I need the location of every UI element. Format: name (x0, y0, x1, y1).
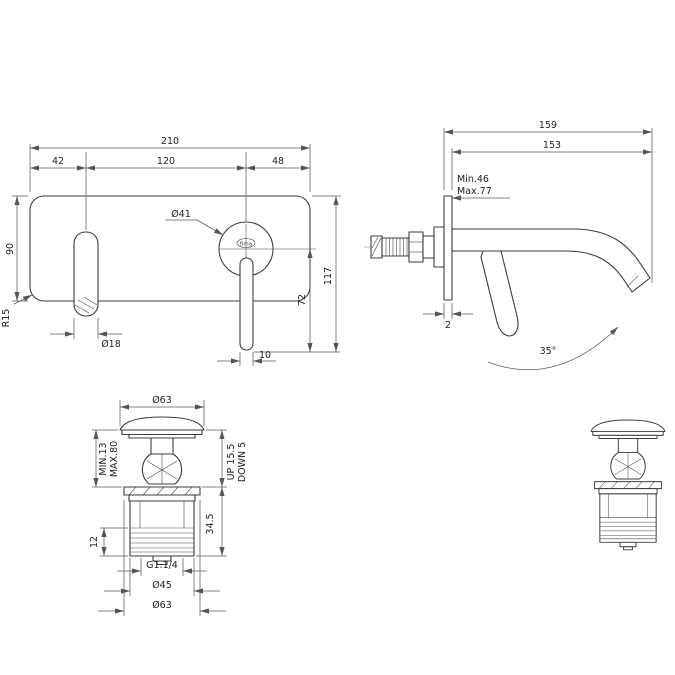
dim-label-height-max: MAX.80 (109, 441, 120, 477)
dim-spout-reach: 153 (451, 140, 652, 190)
drain-front (119, 416, 205, 566)
front-view: fima 210 42 120 48 (1, 136, 341, 366)
dim-label-height-min: MIN.13 (98, 442, 109, 475)
handle-lever (239, 257, 254, 351)
dim-drain-body-height: 34.5 (196, 487, 227, 557)
dim-drain-travel: UP 15.5 DOWN 5 (202, 429, 248, 488)
dim-plate-thickness: 2 (423, 303, 473, 331)
dim-hole-spacing: 42 120 48 (30, 152, 310, 230)
dim-drain-flange-dia: Ø63 (98, 500, 226, 616)
spout-body-side (451, 228, 651, 293)
dim-label-spout-angle: 35° (540, 346, 557, 357)
dim-drain-body-dia: Ø45 (104, 558, 220, 596)
dim-label-total-depth: 159 (539, 120, 557, 131)
dim-label-wall-min: Min.46 (457, 174, 489, 185)
dim-lever-width: 10 (217, 350, 340, 366)
dim-spout-diameter: Ø18 (50, 318, 122, 350)
dim-label-spout-dia: Ø18 (101, 339, 121, 350)
dim-label-lever-drop: 72 (297, 294, 308, 306)
dim-label-thread-height: 12 (89, 536, 100, 548)
dim-label-lever-width: 10 (259, 350, 271, 361)
dim-label-center-span: 120 (157, 156, 175, 167)
dim-label-wall-max: Max.77 (457, 186, 492, 197)
concealed-valve-body (370, 226, 445, 268)
dim-label-total-width: 210 (161, 136, 179, 147)
dim-drain-cap-dia: Ø63 (119, 395, 205, 426)
handle-assembly: fima (218, 221, 316, 351)
dim-drain-thread-size: G1.1/4 (117, 558, 207, 576)
dim-label-body-height: 34.5 (205, 513, 216, 534)
side-view: 159 153 Min.46 Max.77 2 35° (364, 120, 653, 371)
dim-total-depth: 159 (443, 120, 653, 283)
logo-oval (236, 238, 256, 248)
dim-label-right-offset: 48 (272, 156, 284, 167)
spout-side (451, 228, 651, 293)
dim-corner-radius: R15 (1, 294, 33, 328)
dim-label-corner-radius: R15 (1, 309, 12, 328)
dim-label-body-dia: Ø45 (152, 580, 172, 591)
dim-label-plate-thickness: 2 (445, 320, 451, 331)
dim-plate-height: 90 (5, 195, 28, 302)
dim-label-spout-reach: 153 (543, 140, 561, 151)
dim-spout-angle: 35° (487, 326, 619, 371)
dim-drain-thread-height: 12 (89, 527, 128, 557)
spout-body-front (73, 231, 99, 317)
dim-lever-drop: 72 (297, 249, 313, 352)
spout-front (73, 231, 99, 317)
dim-label-plate-height: 90 (5, 243, 16, 255)
dim-label-travel-up: UP 15.5 (226, 444, 237, 481)
lever-side (480, 250, 519, 337)
dim-label-travel-down: DOWN 5 (237, 442, 248, 482)
dim-handle-diameter: Ø41 (165, 209, 224, 236)
brand-logo: fima (240, 242, 252, 248)
drain-right (590, 419, 666, 551)
escutcheon-side (443, 195, 453, 301)
dim-label-total-height: 117 (323, 267, 334, 285)
dim-label-cap-dia: Ø63 (152, 395, 172, 406)
drain-front-view: Ø63 MIN.13 MAX.80 12 UP 15.5 DOWN 5 34.5 (89, 395, 248, 616)
dim-label-left-offset: 42 (52, 156, 64, 167)
dim-label-handle-dia: Ø41 (171, 209, 191, 220)
dim-drain-height-range: MIN.13 MAX.80 (92, 429, 122, 488)
dim-label-thread-size: G1.1/4 (146, 560, 178, 571)
dim-wall-depth-range: Min.46 Max.77 (452, 174, 510, 201)
dim-total-height: 117 (312, 195, 341, 352)
dim-label-flange-dia: Ø63 (152, 600, 172, 611)
